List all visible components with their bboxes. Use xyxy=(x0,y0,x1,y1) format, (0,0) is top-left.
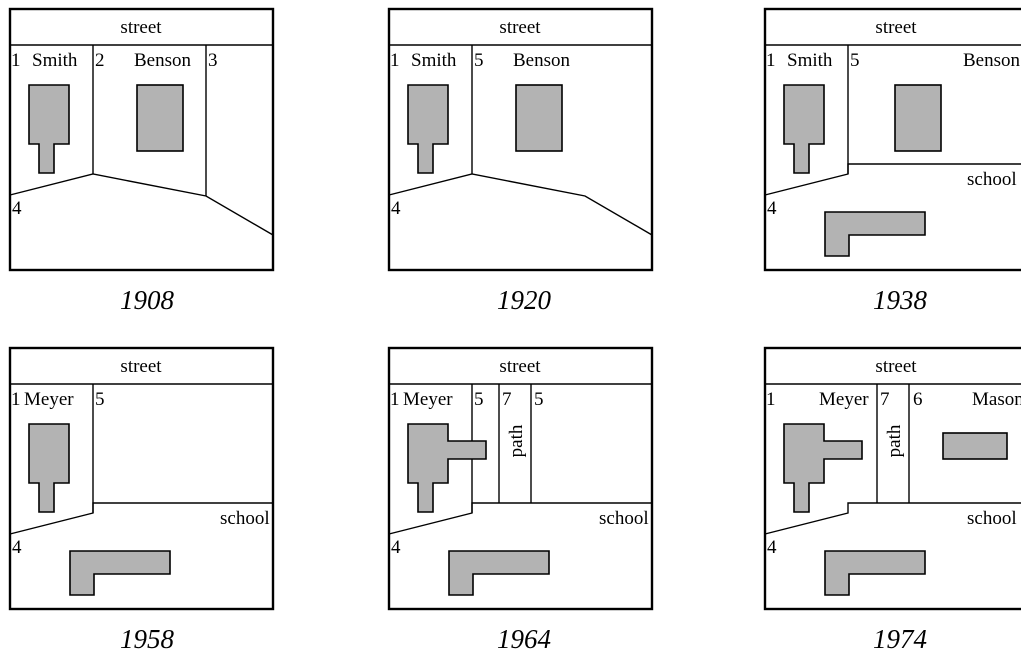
lot-number: 1 xyxy=(390,50,400,71)
panel-1974: street 1 Meyer 7 6 Mason path school 4 1… xyxy=(763,346,1021,654)
year-caption: 1908 xyxy=(120,285,175,315)
street-label: street xyxy=(499,356,541,377)
school-label: school xyxy=(967,169,1017,190)
lot-number: 1 xyxy=(766,389,776,410)
owner-name: Benson xyxy=(134,50,192,71)
lot-number: 1 xyxy=(766,50,776,71)
school-building xyxy=(824,550,926,596)
meyer-house xyxy=(783,423,863,513)
lot-number: 7 xyxy=(502,389,512,410)
benson-house xyxy=(894,84,942,152)
lot-number: 4 xyxy=(767,198,777,219)
street-label: street xyxy=(120,17,162,38)
school-boundary xyxy=(764,163,1021,196)
lot-number: 5 xyxy=(95,389,105,410)
owner-name: Smith xyxy=(411,50,457,71)
parcel-boundary xyxy=(9,173,274,236)
meyer-house xyxy=(28,423,70,513)
smith-house xyxy=(407,84,449,174)
lot-number: 5 xyxy=(534,389,544,410)
benson-house xyxy=(515,84,563,152)
street-label: street xyxy=(875,17,917,38)
owner-name: Smith xyxy=(787,50,833,71)
year-caption: 1974 xyxy=(873,624,927,654)
lot-number: 5 xyxy=(474,389,484,410)
school-label: school xyxy=(599,508,649,529)
path-label: path xyxy=(884,424,905,457)
school-building xyxy=(448,550,550,596)
year-caption: 1920 xyxy=(497,285,552,315)
school-boundary xyxy=(764,502,1021,535)
parcel-boundary xyxy=(388,173,653,236)
owner-name: Smith xyxy=(32,50,78,71)
lot-number: 4 xyxy=(12,537,22,558)
school-building xyxy=(69,550,171,596)
year-caption: 1958 xyxy=(120,624,175,654)
mason-house xyxy=(942,432,1008,460)
panel-1938: street 1 Smith 5 Benson school 4 1938 xyxy=(763,7,1021,315)
lot-number: 1 xyxy=(390,389,400,410)
owner-name: Meyer xyxy=(403,389,453,410)
year-caption: 1964 xyxy=(497,624,551,654)
lot-number: 4 xyxy=(391,537,401,558)
panel-1958: street 1 Meyer 5 school 4 1958 xyxy=(8,346,275,654)
owner-name: Meyer xyxy=(819,389,869,410)
lot-number: 5 xyxy=(850,50,860,71)
owner-name: Mason xyxy=(972,389,1021,410)
meyer-house xyxy=(407,423,487,513)
school-label: school xyxy=(967,508,1017,529)
lot-number: 6 xyxy=(913,389,923,410)
street-label: street xyxy=(120,356,162,377)
lot-number: 2 xyxy=(95,50,105,71)
lot-number: 4 xyxy=(391,198,401,219)
lot-number: 1 xyxy=(11,389,21,410)
owner-name: Benson xyxy=(513,50,571,71)
lot-number: 7 xyxy=(880,389,890,410)
school-boundary xyxy=(9,502,273,535)
benson-house xyxy=(136,84,184,152)
street-label: street xyxy=(499,17,541,38)
street-label: street xyxy=(875,356,917,377)
panel-1908: street 1 Smith 2 Benson 3 4 1908 xyxy=(8,7,275,315)
year-caption: 1938 xyxy=(873,285,928,315)
panel-1920: street 1 Smith 5 Benson 4 1920 xyxy=(387,7,654,315)
smith-house xyxy=(28,84,70,174)
path-label: path xyxy=(506,424,527,457)
owner-name: Benson xyxy=(963,50,1021,71)
lot-number: 1 xyxy=(11,50,21,71)
smith-house xyxy=(783,84,825,174)
lot-number: 4 xyxy=(767,537,777,558)
school-label: school xyxy=(220,508,270,529)
lot-number: 3 xyxy=(208,50,218,71)
school-building xyxy=(824,211,926,257)
lot-number: 4 xyxy=(12,198,22,219)
school-boundary xyxy=(388,502,652,535)
panel-1964: street 1 Meyer 5 7 5 path school 4 1964 xyxy=(387,346,654,654)
lot-number: 5 xyxy=(474,50,484,71)
owner-name: Meyer xyxy=(24,389,74,410)
